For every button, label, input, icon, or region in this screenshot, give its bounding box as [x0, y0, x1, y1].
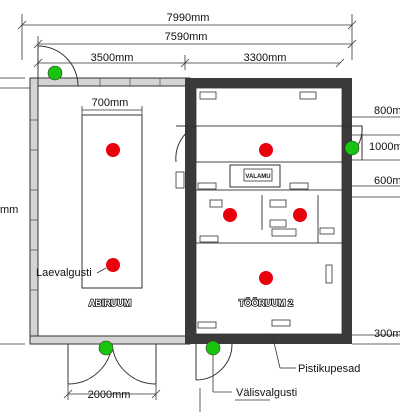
outdoor-light-3	[98, 340, 114, 356]
ceiling-light-2	[106, 258, 120, 272]
legend-ceiling-light: Laevalgusti	[36, 267, 92, 279]
ceiling-light-4	[223, 208, 237, 222]
sink-counter: VALAMU	[229, 164, 281, 188]
dim-overall-width: 7990mm	[167, 12, 210, 24]
room-label-right: TÖÖRUUM 2	[239, 298, 293, 308]
dimension-lines	[0, 14, 400, 412]
dim-right-4: 300mm	[374, 328, 400, 340]
ceiling-light-1	[106, 143, 120, 157]
room-label-left: ABIRUUM	[89, 298, 132, 308]
ceiling-light-5	[293, 208, 307, 222]
ceiling-lights	[106, 143, 307, 285]
legend-sockets: Pistikupesad	[298, 363, 360, 375]
dim-right-1: 800mm	[374, 105, 400, 117]
dim-right-2: 1000mm	[369, 141, 400, 153]
dim-inner-width: 7590mm	[165, 31, 208, 43]
ceiling-light-6	[259, 271, 273, 285]
outdoor-lights	[47, 65, 360, 356]
partitions	[196, 125, 342, 244]
leader-lines	[96, 267, 296, 393]
outdoor-light-2	[344, 140, 360, 156]
dim-right-3: 600mm	[374, 175, 400, 187]
dim-table-width: 700mm	[92, 97, 129, 109]
dim-right-room-width: 3300mm	[244, 52, 287, 64]
outdoor-light-4	[205, 340, 221, 356]
dim-left-partial: mm	[0, 204, 18, 216]
dim-left-room-width: 3500mm	[91, 52, 134, 64]
ceiling-light-3	[259, 143, 273, 157]
dim-door-bottom: 2000mm	[88, 389, 131, 401]
socket-blocks	[175, 91, 335, 329]
sink-label: VALAMU	[245, 174, 270, 180]
legend-outdoor-light: Välisvalgusti	[236, 387, 297, 399]
outdoor-light-1	[47, 65, 63, 81]
